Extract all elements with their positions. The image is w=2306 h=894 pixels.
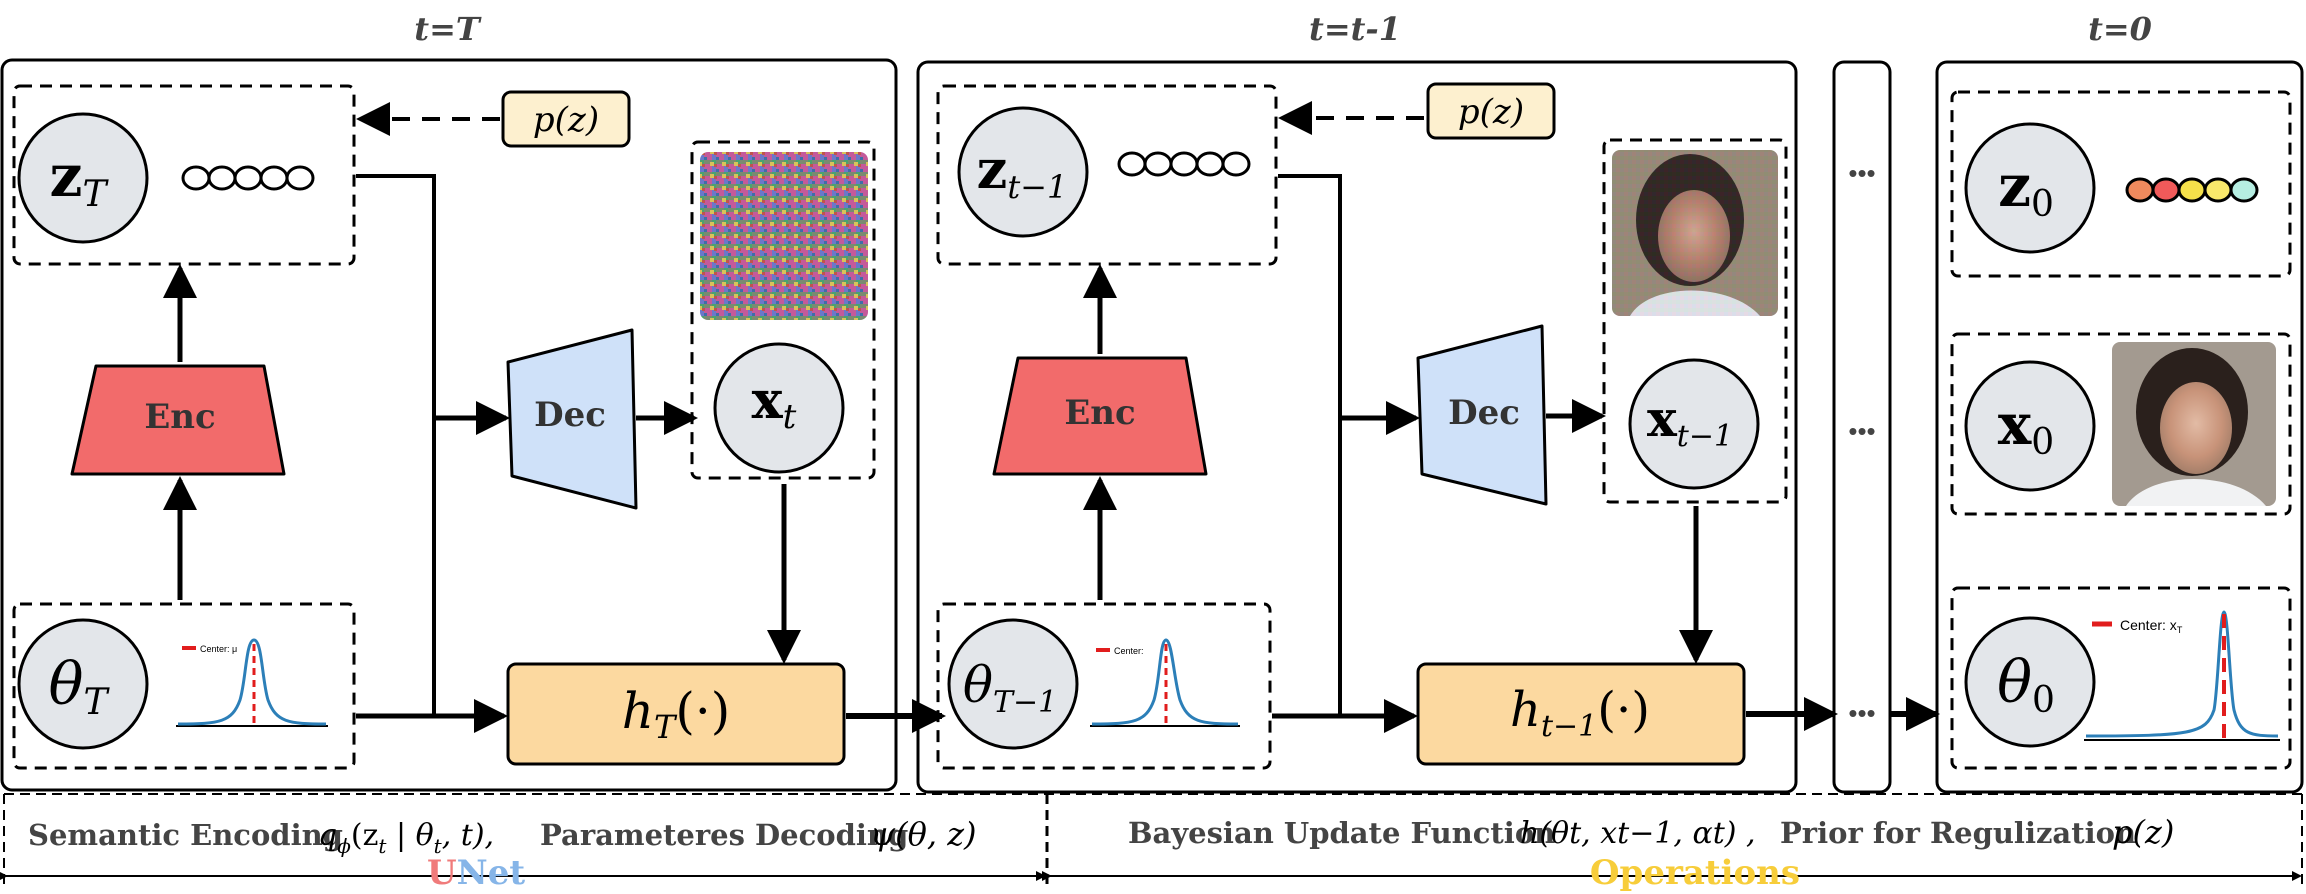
latent-node-label: z0 bbox=[1998, 152, 2054, 225]
latent-box bbox=[1950, 90, 2292, 278]
param-box bbox=[936, 602, 1272, 770]
encoder-label: Enc bbox=[144, 397, 215, 437]
param-decoding-math: ψ(θ, z) bbox=[870, 815, 977, 853]
gaussian-legend: Center: μ bbox=[200, 644, 237, 654]
image-node bbox=[1628, 358, 1760, 490]
encoder-label: Enc bbox=[1064, 393, 1135, 433]
operations-group-label: Operations bbox=[1590, 853, 1800, 893]
stage-panel-t-0 bbox=[1935, 60, 2304, 794]
stage-t-T: zT p(z) Enc θT Center: μ xt Dec bbox=[12, 84, 946, 770]
decoder-label: Dec bbox=[1448, 393, 1520, 433]
prior-regularization-label: Prior for Regulization bbox=[1780, 816, 2136, 850]
gaussian-legend: Center: xT bbox=[2120, 617, 2183, 635]
ellipsis-top: ••• bbox=[1848, 158, 1875, 188]
noise-image bbox=[700, 152, 868, 320]
latent-box bbox=[12, 84, 356, 266]
stage-title-t-minus-1: t=t-1 bbox=[1309, 10, 1401, 48]
bayesian-update-label: Bayesian Update Function bbox=[1128, 816, 1555, 850]
latent-to-bus-line bbox=[1278, 174, 1342, 716]
param-node-label: θ0 bbox=[1997, 648, 2055, 721]
latent-node bbox=[1964, 122, 2096, 254]
image-box bbox=[1950, 332, 2292, 516]
prior-label: p(z) bbox=[533, 100, 599, 140]
prior-regularization-math: p(z) bbox=[2112, 813, 2174, 851]
stage-title-t-T: t=T bbox=[414, 10, 482, 48]
latent-box bbox=[936, 84, 1278, 266]
param-node bbox=[947, 618, 1079, 750]
image-node-label: xt−1 bbox=[1647, 389, 1733, 454]
update-fn-label: hT(·) bbox=[622, 682, 730, 746]
latent-node bbox=[17, 112, 149, 244]
latent-node-label: zT bbox=[50, 142, 110, 215]
gaussian-legend: Center: bbox=[1114, 646, 1144, 656]
gaussian-plot: Center: xT bbox=[2084, 610, 2280, 741]
latent-to-bus-line bbox=[356, 174, 436, 716]
param-box bbox=[12, 602, 356, 770]
stage-t-0: z0 x0 θ0 Center: xT bbox=[1950, 90, 2292, 770]
latent-vector-dots bbox=[1117, 151, 1251, 177]
prior-box bbox=[1426, 82, 1556, 140]
stage-t-minus-1: zt−1 p(z) Enc θT−1 Center: xt− bbox=[936, 82, 1838, 770]
encoder-block bbox=[70, 364, 286, 476]
stage-panel-t-T bbox=[0, 58, 898, 792]
latent-node bbox=[957, 106, 1089, 238]
image-box bbox=[690, 140, 876, 480]
param-box bbox=[1950, 586, 2292, 770]
image-node bbox=[1964, 360, 2096, 492]
latent-node-label: zt−1 bbox=[977, 137, 1068, 206]
image-node-label: xt bbox=[752, 370, 797, 437]
update-fn-box bbox=[506, 662, 846, 766]
latent-vector-dots bbox=[181, 165, 315, 191]
decoder-label: Dec bbox=[534, 395, 606, 435]
semantic-encoding-math: qϕ(zt | θt, t), bbox=[318, 818, 494, 858]
decoder-block bbox=[1416, 324, 1548, 506]
update-fn-box bbox=[1416, 662, 1746, 766]
gaussian-plot: Center: μ bbox=[176, 638, 328, 727]
stage-title-t-0: t=0 bbox=[2088, 10, 2152, 48]
decoder-block bbox=[506, 328, 638, 510]
image-node-label: x0 bbox=[1998, 392, 2054, 463]
bayesian-update-math: h(θt, xt−1, αt) , bbox=[1520, 816, 1756, 851]
param-decoding-label: Parameteres Decoding bbox=[540, 818, 908, 852]
image-node bbox=[713, 342, 845, 474]
param-node-label: θT−1 bbox=[963, 656, 1057, 720]
prior-label: p(z) bbox=[1458, 92, 1524, 132]
latent-vector-dots-colored bbox=[2125, 177, 2259, 203]
unet-group-label: UNet bbox=[427, 853, 525, 893]
ellipsis-column: ••• ••• ••• bbox=[1848, 158, 1940, 731]
ellipsis-bottom: ••• bbox=[1848, 698, 1875, 728]
param-node bbox=[17, 618, 149, 750]
param-node bbox=[1964, 616, 2096, 748]
gaussian-plot: Center: bbox=[1090, 638, 1240, 727]
bottom-legend: Semantic Encoding qϕ(zt | θt, t), Parame… bbox=[0, 793, 2303, 893]
prior-box bbox=[501, 90, 631, 148]
ellipsis-middle: ••• bbox=[1848, 416, 1875, 446]
encoder-block bbox=[992, 356, 1208, 476]
update-fn-label: ht−1(·) bbox=[1510, 682, 1650, 744]
image-box bbox=[1602, 138, 1788, 504]
semantic-encoding-label: Semantic Encoding bbox=[28, 818, 343, 852]
stage-panel-t-minus-1 bbox=[916, 60, 1798, 794]
face-image-noisy bbox=[1612, 150, 1778, 316]
ellipsis-panel bbox=[1832, 60, 1892, 794]
param-node-label: θT bbox=[49, 650, 111, 723]
face-image-clean bbox=[2112, 342, 2276, 506]
